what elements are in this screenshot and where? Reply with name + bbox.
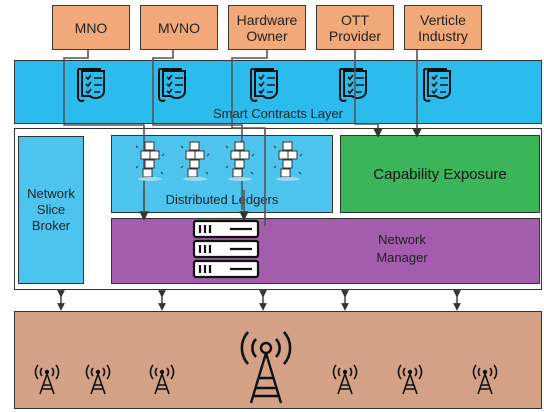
- stakeholder-mvno: MVNO: [140, 5, 218, 50]
- stakeholder-verticle-industry: Verticle Industry: [404, 5, 482, 50]
- capability-exposure-box: Capability Exposure: [340, 135, 540, 213]
- distributed-ledgers-label: Distributed Ledgers: [165, 192, 279, 207]
- distributed-ledgers-box: Distributed Ledgers: [111, 135, 333, 213]
- stakeholder-mno: MNO: [52, 5, 130, 50]
- smart-contracts-layer: Smart Contracts Layer: [14, 60, 542, 124]
- network-slice-broker: Network Slice Broker: [18, 136, 84, 284]
- stakeholder-hardware-owner: Hardware Owner: [228, 5, 306, 50]
- stakeholder-ott-provider: OTT Provider: [316, 5, 394, 50]
- interface-arrows: [57, 290, 461, 311]
- smart-contracts-label: Smart Contracts Layer: [212, 106, 344, 121]
- radio-access-layer: [14, 311, 542, 409]
- network-manager-label: Network Manager: [376, 232, 428, 265]
- network-manager-box: Network Manager: [111, 218, 540, 284]
